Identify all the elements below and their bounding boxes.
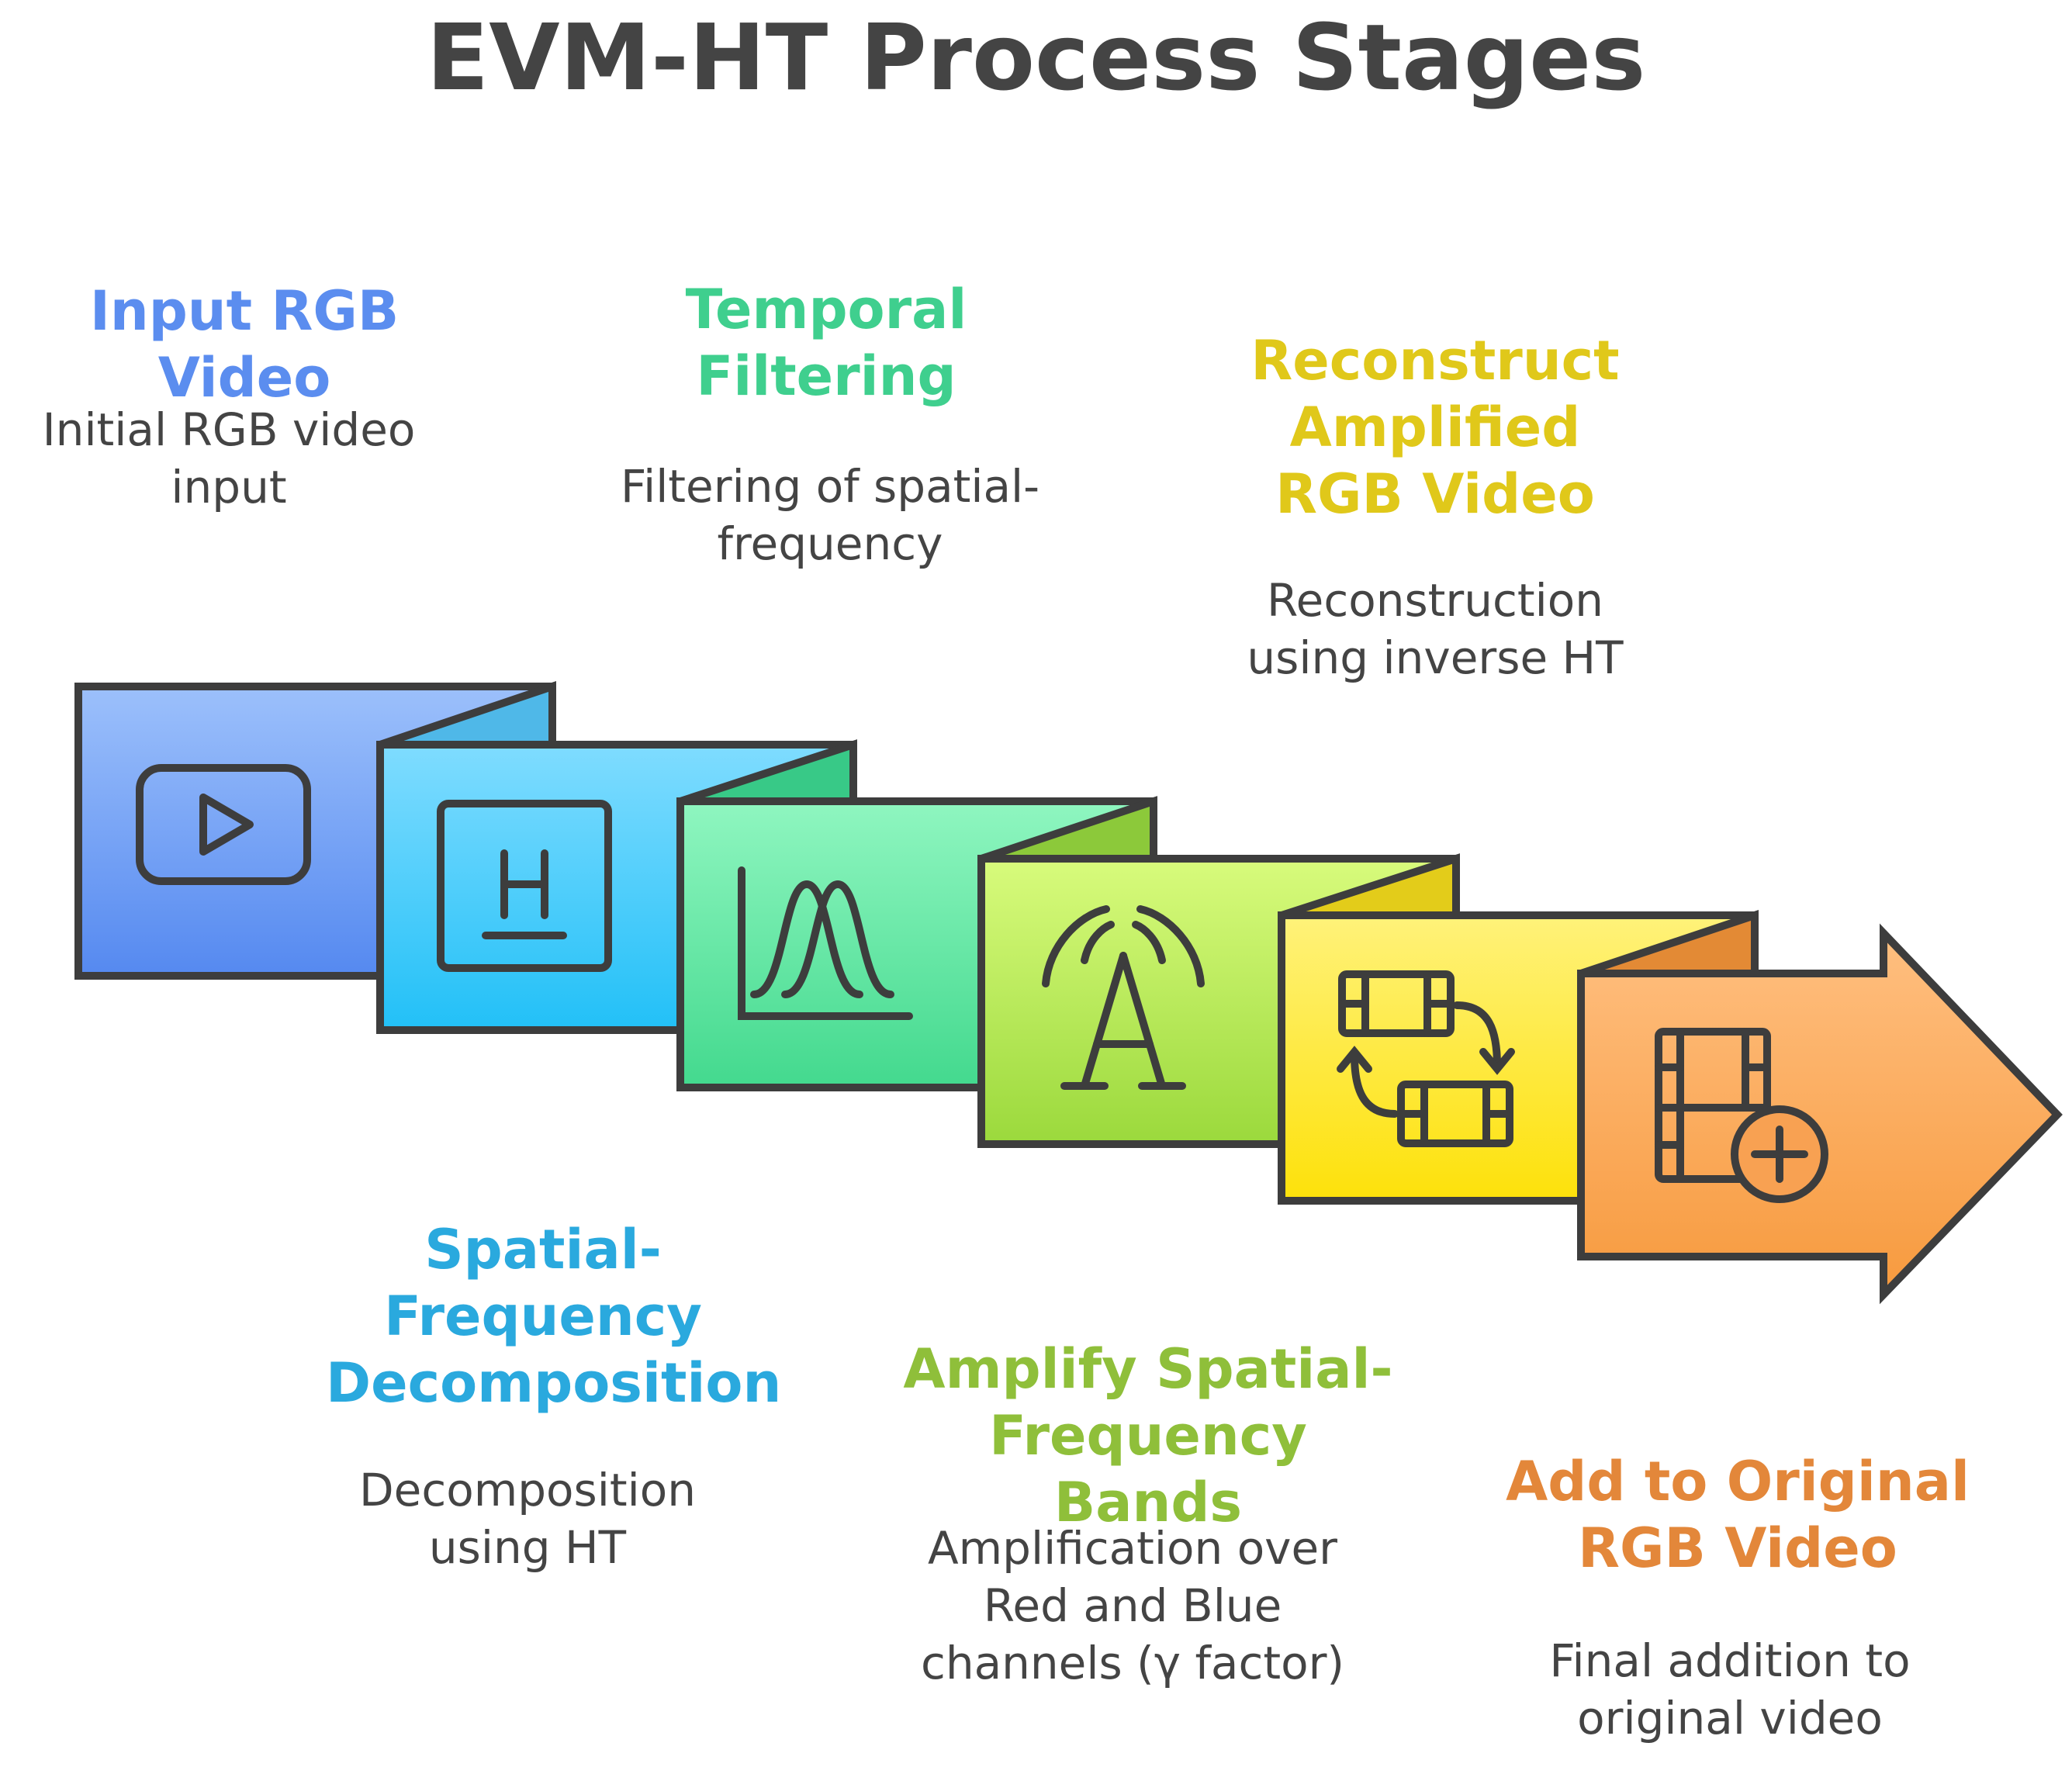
hadamard-h-icon [437,800,612,972]
stage-desc-reconstruct: Reconstruction using inverse HT [1247,574,1624,684]
stage-desc-temporal: Filtering of spatial-frequency [620,460,1040,570]
stage-title-input: Input RGB Video [89,279,400,410]
stage-arrow-add [1577,910,2063,1305]
film-add-icon [1655,1028,1828,1203]
stage-title-reconstruct: Reconstruct Amplified RGB Video [1250,329,1620,526]
broadcast-antenna-icon [1042,905,1205,1090]
stage-desc-amplify: Amplification over Red and Blue channels… [920,1522,1345,1689]
stage-title-decomposition: Spatial-Frequency Decomposition [326,1218,782,1415]
film-swap-icon [1337,970,1515,1147]
stage-title-amplify: Amplify Spatial-Frequency Bands [903,1337,1393,1534]
stage-desc-add: Final addition to original video [1549,1634,1911,1745]
play-video-icon [136,764,311,885]
stage-desc-decomposition: Decomposition using HT [359,1464,696,1574]
bell-curve-filter-icon [738,866,913,1020]
stage-desc-input: Initial RGB video input [42,403,416,514]
stage-title-add: Add to Original RGB Video [1506,1450,1970,1580]
page-title: EVM-HT Process Stages [426,4,1646,111]
stage-title-temporal: Temporal Filtering [685,278,967,408]
